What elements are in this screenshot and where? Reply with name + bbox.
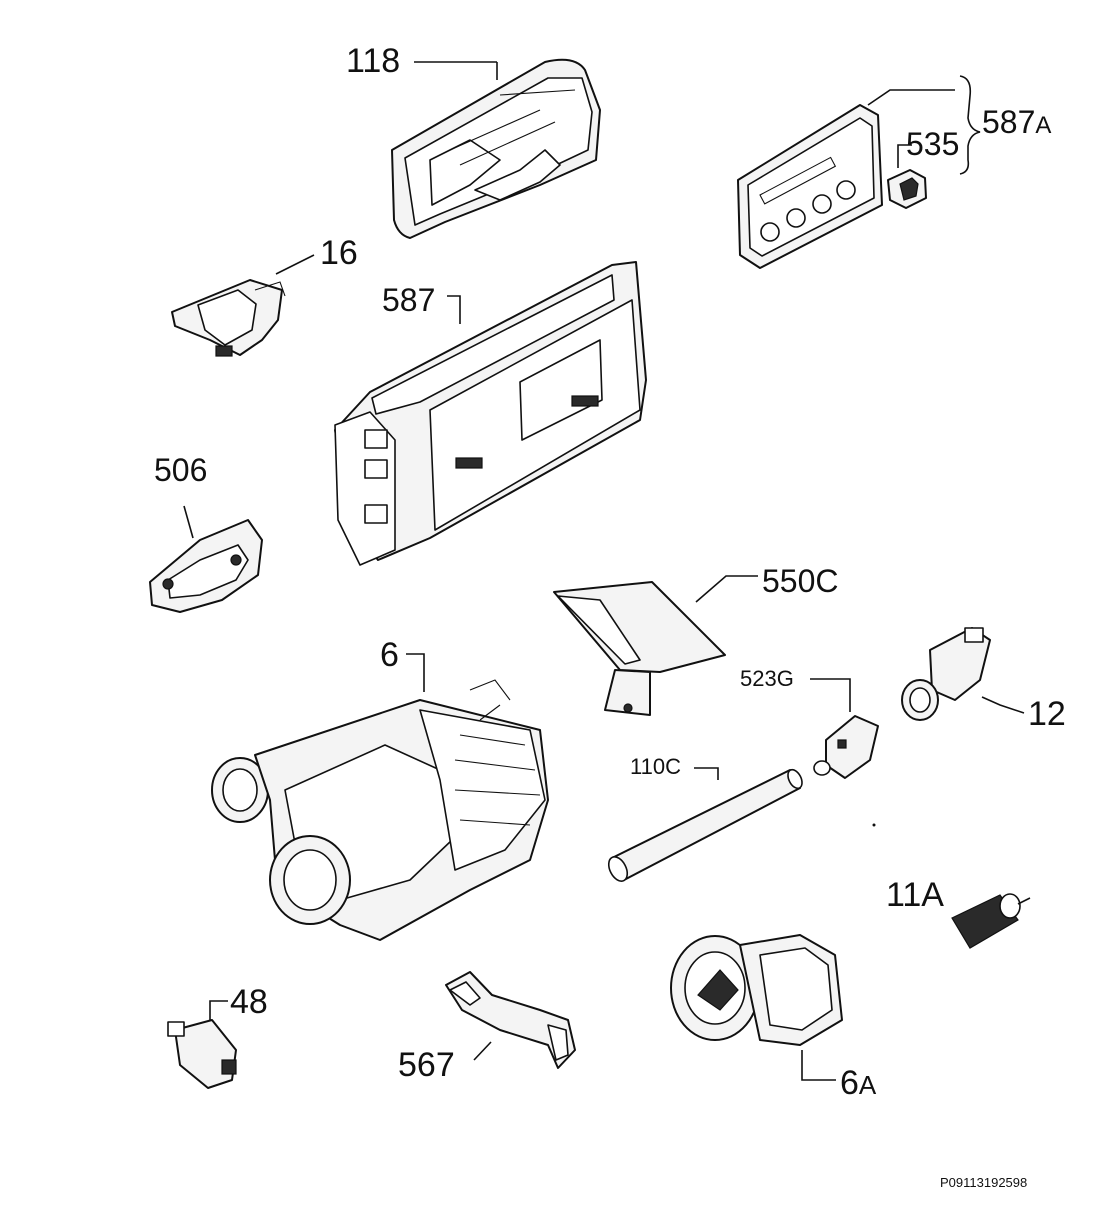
leader-12 (981, 696, 1025, 714)
label-110c: 110C (630, 754, 681, 779)
part-6-pump (211, 679, 549, 941)
label-550c: 550C (762, 563, 839, 599)
label-6a-suffix: A (858, 1070, 877, 1100)
label-587a-suffix: A (1035, 112, 1052, 139)
leader-6a (801, 1050, 836, 1081)
part-567-strap (445, 971, 576, 1069)
leader-506 (183, 505, 194, 539)
label-12: 12 (1028, 695, 1066, 733)
leader-587 (447, 295, 461, 324)
part-506-bracket (149, 519, 263, 613)
part-587-main-module (334, 261, 647, 566)
label-6a: 6A (840, 1066, 876, 1100)
label-6a-number: 6 (840, 1064, 859, 1102)
leader-550c (695, 575, 758, 603)
label-48: 48 (230, 983, 268, 1021)
label-535: 535 (906, 126, 960, 162)
label-587a-number: 587 (982, 104, 1036, 140)
part-550c-cover (553, 581, 726, 716)
leader-523g (810, 678, 851, 712)
part-12-valve (901, 627, 991, 721)
label-6: 6 (380, 636, 399, 674)
label-11a: 11A (886, 876, 944, 914)
part-535-clip (887, 169, 927, 209)
leader-535 (897, 144, 912, 168)
part-523g-connector (813, 715, 879, 779)
part-16-door-lock (171, 279, 286, 357)
label-118: 118 (346, 42, 401, 80)
part-6a-drain-pump (670, 934, 843, 1046)
leader-567 (473, 1041, 492, 1061)
part-118-panel (391, 58, 601, 239)
stray-dot (872, 823, 876, 827)
label-16: 16 (320, 234, 358, 272)
label-506: 506 (154, 452, 208, 488)
leader-6 (406, 653, 425, 692)
board-buttons (759, 156, 856, 242)
leader-48 (209, 1000, 228, 1020)
label-587a: 587A (982, 106, 1051, 138)
label-567: 567 (398, 1046, 455, 1084)
label-587: 587 (382, 282, 436, 318)
part-587a-control-board (737, 104, 883, 269)
part-48-sensor (167, 1019, 237, 1089)
leader-587a (867, 89, 955, 106)
reference-code: P09113192598 (940, 1175, 1028, 1190)
leader-110c (694, 767, 719, 780)
part-11a-sensor (951, 893, 1031, 949)
label-523g: 523G (740, 666, 794, 691)
brace-587a (959, 75, 981, 175)
leader-16 (275, 254, 315, 275)
part-110c-hose (607, 768, 803, 882)
